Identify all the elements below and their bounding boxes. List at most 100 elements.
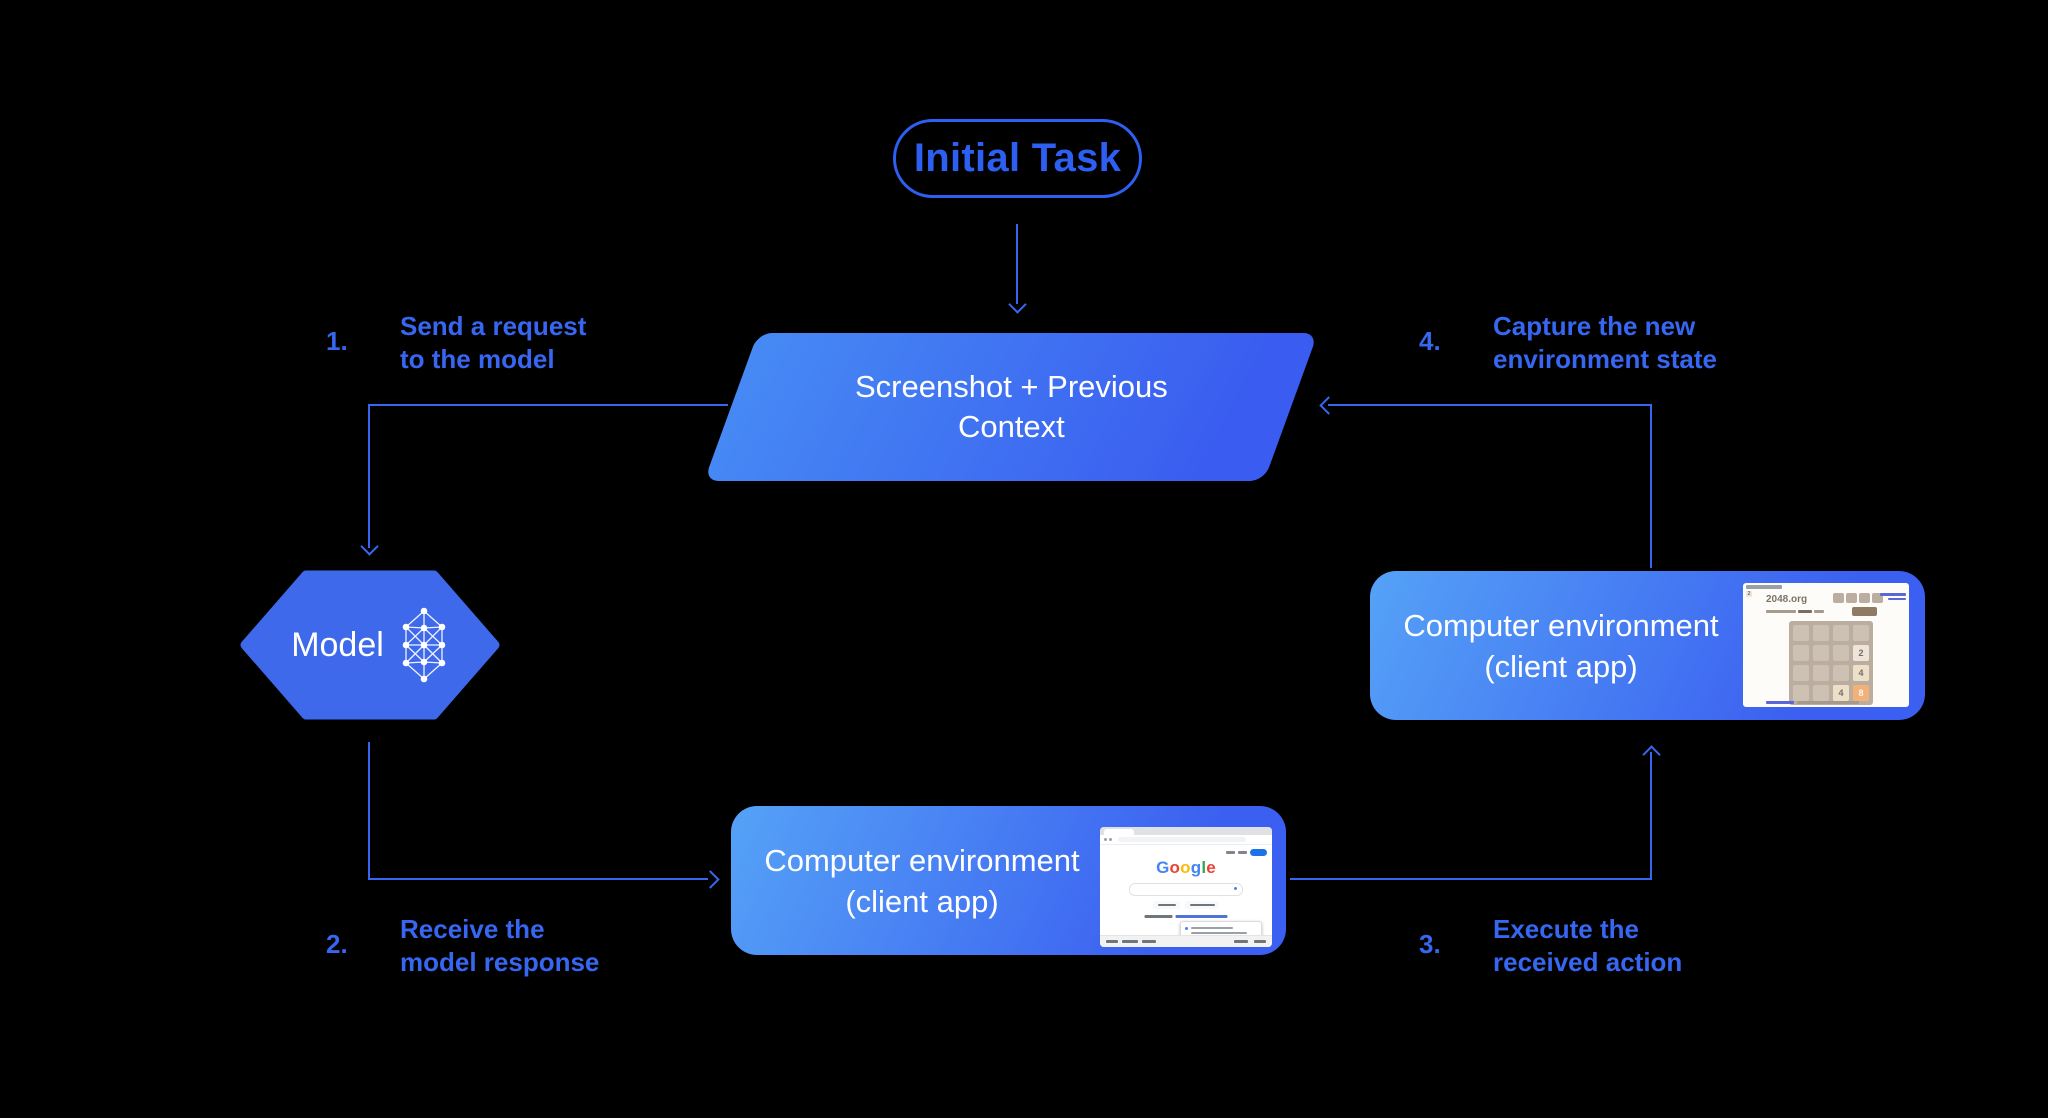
text-placeholder: [1254, 940, 1266, 943]
model-node-content: Model: [240, 570, 500, 720]
browser-url-bar: [1100, 835, 1272, 845]
feeling-lucky-button: [1185, 901, 1219, 909]
context-node-label: Screenshot + Previous Context: [855, 367, 1168, 447]
arrowhead-left-icon: [1319, 396, 1338, 415]
link-placeholder: [1175, 915, 1228, 918]
model-label: Model: [291, 625, 384, 664]
connector-step1-horizontal: [368, 404, 728, 406]
text-placeholder: [1798, 610, 1812, 613]
hexagon-shape: [240, 570, 500, 720]
env-right-line-1: Computer environment: [1403, 607, 1719, 643]
link-placeholder: [1766, 701, 1794, 704]
new-game-button: [1852, 607, 1877, 616]
game-2048-screenshot-thumbnail: 2 2048.org 2: [1743, 583, 1909, 707]
env-right-label: Computer environment (client app): [1370, 571, 1752, 720]
grid-cell: [1793, 645, 1809, 661]
logo-letter: G: [1156, 858, 1170, 877]
step-1-label: Send a request to the model: [400, 310, 586, 376]
language-links: [1144, 915, 1228, 918]
neural-network-icon: [402, 607, 446, 683]
text-placeholder: [1142, 940, 1156, 943]
arrowhead-down-icon: [1008, 295, 1027, 314]
text-placeholder: [1766, 610, 1796, 613]
grid-cell: [1833, 665, 1849, 681]
text-placeholder: [1144, 915, 1173, 918]
logo-letter: o: [1180, 858, 1191, 877]
step-2-number: 2.: [326, 929, 348, 959]
arrow-task-to-context: [1016, 224, 1018, 304]
browser-tab: [1104, 829, 1134, 835]
logo-letter: o: [1169, 858, 1181, 877]
score-box: [1833, 593, 1844, 603]
step-4-number: 4.: [1419, 326, 1441, 356]
score-box: [1859, 593, 1870, 603]
nav-dot: [1109, 838, 1112, 841]
model-node: Model: [240, 570, 500, 720]
env-right-line-2: (client app): [1484, 648, 1638, 684]
env-bottom-line-2: (client app): [845, 883, 999, 919]
arrowhead-down-icon: [360, 537, 379, 556]
text-placeholder: [1226, 851, 1235, 854]
logo-letter: e: [1206, 858, 1216, 877]
text-placeholder: [1797, 701, 1859, 704]
grid-cell: [1813, 685, 1829, 701]
text-placeholder: [1191, 932, 1247, 934]
search-box: [1129, 883, 1243, 896]
initial-task-node: Initial Task: [893, 119, 1142, 198]
favicon: 2: [1746, 591, 1752, 597]
header-links: [1226, 849, 1267, 856]
score-boxes: [1833, 593, 1883, 603]
page-footer: [1100, 935, 1272, 947]
step-1-line-1: Send a request: [400, 311, 587, 341]
header-links: [1880, 593, 1906, 600]
context-line-2: Context: [957, 409, 1065, 444]
google-screenshot-thumbnail: Google: [1100, 827, 1272, 947]
connector-step4-vertical: [1650, 406, 1652, 568]
subtitle-text: [1766, 610, 1824, 613]
tile-8: 8: [1853, 685, 1869, 701]
step-3-line-2: received action: [1493, 947, 1683, 977]
logo-letter: g: [1190, 858, 1202, 877]
text-placeholder: [1106, 940, 1118, 943]
step-4-label: Capture the new environment state: [1493, 310, 1717, 376]
nav-dot: [1104, 838, 1107, 841]
site-title: 2048.org: [1766, 594, 1808, 605]
tile-2: 2: [1853, 645, 1869, 661]
search-buttons: [1153, 901, 1219, 909]
step-4-line-2: environment state: [1493, 344, 1717, 374]
google-search-button: [1153, 901, 1180, 909]
step-2-line-1: Receive the: [400, 914, 545, 944]
grid-cell: [1813, 625, 1829, 641]
grid-cell: [1853, 625, 1869, 641]
text-placeholder: [1234, 940, 1248, 943]
arrowhead-up-icon: [1642, 745, 1661, 764]
link-placeholder: [1880, 593, 1906, 596]
initial-task-label: Initial Task: [913, 136, 1122, 180]
connector-step3-vertical: [1650, 752, 1652, 880]
grid-cell: [1813, 645, 1829, 661]
sign-in-button: [1250, 849, 1267, 856]
score-box: [1846, 593, 1857, 603]
google-g-icon: [1185, 927, 1188, 930]
url-field: [1118, 837, 1246, 842]
step-1-number: 1.: [326, 326, 348, 356]
grid-cell: [1833, 645, 1849, 661]
text-placeholder: [1814, 610, 1824, 613]
grid-cell: [1833, 625, 1849, 641]
grid-cell: [1813, 665, 1829, 681]
game-grid: 2 4 4 8: [1789, 621, 1873, 705]
logo-letter: l: [1201, 858, 1207, 877]
grid-cell: [1793, 685, 1809, 701]
tile-4: 4: [1853, 665, 1869, 681]
connector-step2-horizontal: [368, 878, 708, 880]
step-2-label: Receive the model response: [400, 913, 599, 979]
browser-tab: [1746, 585, 1782, 589]
footer-text: [1766, 701, 1859, 704]
text-placeholder: [1238, 851, 1247, 854]
arrowhead-right-icon: [701, 870, 720, 889]
step-1-line-2: to the model: [400, 344, 555, 374]
text-placeholder: [1191, 927, 1233, 929]
google-logo: Google: [1100, 859, 1272, 876]
score-box: [1872, 593, 1883, 603]
